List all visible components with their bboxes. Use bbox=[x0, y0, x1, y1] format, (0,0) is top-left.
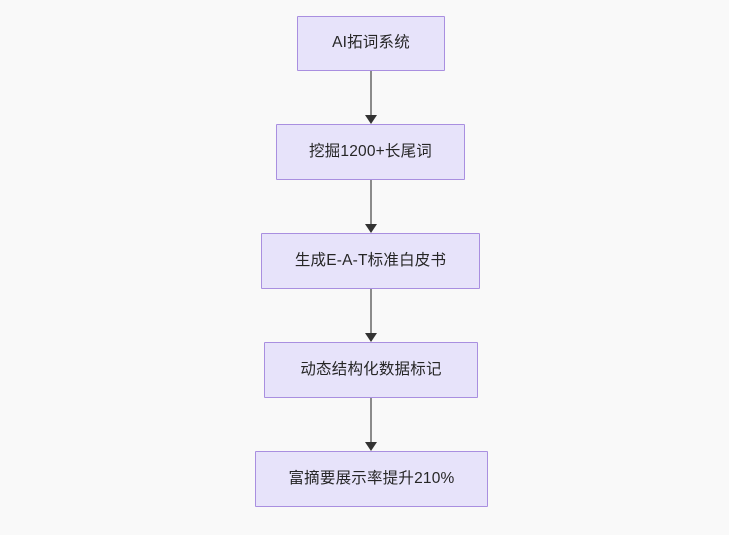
flow-connector-1-2 bbox=[364, 71, 378, 124]
flow-node-rich-snippet-rate-increase[interactable]: 富摘要展示率提升210% bbox=[255, 451, 488, 507]
connector-line bbox=[370, 398, 372, 443]
flow-node-label: 挖掘1200+长尾词 bbox=[308, 142, 433, 160]
flow-node-dynamic-structured-data-markup[interactable]: 动态结构化数据标记 bbox=[264, 342, 478, 398]
arrow-down-icon bbox=[365, 333, 377, 342]
flow-node-label: 动态结构化数据标记 bbox=[300, 360, 442, 378]
flow-node-label: AI拓词系统 bbox=[332, 34, 410, 52]
flow-connector-4-5 bbox=[364, 398, 378, 451]
connector-line bbox=[370, 71, 372, 116]
connector-line bbox=[370, 180, 372, 225]
flow-node-label: 富摘要展示率提升210% bbox=[288, 469, 455, 487]
arrow-down-icon bbox=[365, 442, 377, 451]
flow-node-label: 生成E-A-T标准白皮书 bbox=[294, 251, 447, 269]
flow-node-generate-eat-whitepaper[interactable]: 生成E-A-T标准白皮书 bbox=[261, 233, 480, 289]
flow-connector-2-3 bbox=[364, 180, 378, 233]
arrow-down-icon bbox=[365, 224, 377, 233]
flow-connector-3-4 bbox=[364, 289, 378, 342]
arrow-down-icon bbox=[365, 115, 377, 124]
flow-node-mine-longtail-keywords[interactable]: 挖掘1200+长尾词 bbox=[276, 124, 465, 180]
connector-line bbox=[370, 289, 372, 334]
flow-node-ai-keyword-system[interactable]: AI拓词系统 bbox=[297, 16, 445, 71]
